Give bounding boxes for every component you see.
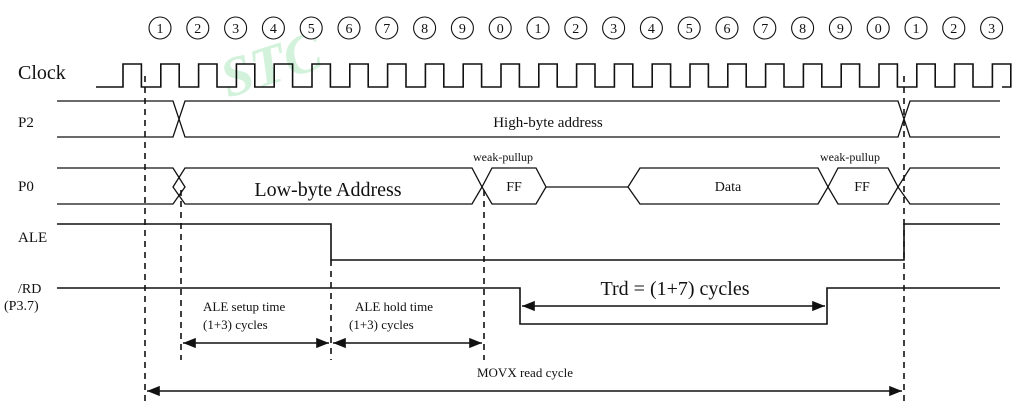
cycle-number-label: 3: [610, 22, 617, 37]
ale-waveform: [57, 223, 1000, 261]
cycle-number-label: 3: [988, 22, 995, 37]
cycle-number-label: 7: [383, 22, 390, 37]
cycle-number-circle: [337, 16, 361, 40]
cycle-number: 7: [753, 16, 777, 40]
cycle-number-label: 6: [346, 22, 353, 37]
cycle-number: 5: [677, 16, 701, 40]
p2-bus: [57, 100, 1000, 138]
ale-setup-cycles: (1+3) cycles: [203, 317, 268, 332]
cycle-number: 4: [639, 16, 663, 40]
ale-hold-cycles: (1+3) cycles: [349, 317, 414, 332]
cycle-number-label: 1: [913, 22, 920, 37]
cycle-number: 8: [413, 16, 437, 40]
cycle-number-circle: [526, 16, 550, 40]
cycle-number-label: 5: [686, 22, 693, 37]
cycle-number-label: 4: [648, 22, 655, 37]
cycle-number: 3: [980, 16, 1004, 40]
clock-waveform: [96, 63, 1012, 88]
cycle-number-circle: [450, 16, 474, 40]
cycle-number-circle: [791, 16, 815, 40]
cycle-number: 9: [450, 16, 474, 40]
p0-ff-1-label: FF: [506, 180, 522, 195]
ale-label: ALE: [18, 230, 47, 246]
cycle-number-circle: [904, 16, 928, 40]
cycle-number-label: 2: [194, 22, 201, 37]
cycle-number: 5: [299, 16, 323, 40]
weak-pullup-label-2: weak-pullup: [820, 150, 880, 164]
cycle-number: 1: [904, 16, 928, 40]
cycle-number-circle: [375, 16, 399, 40]
trd-label: Trd = (1+7) cycles: [600, 278, 749, 300]
cycle-number-label: 0: [497, 22, 504, 37]
cycle-number: 2: [942, 16, 966, 40]
rd-pin-label: (P3.7): [4, 299, 39, 314]
p0-ff-2-label: FF: [854, 180, 870, 195]
cycle-number: 6: [337, 16, 361, 40]
cycle-number-circle: [413, 16, 437, 40]
cycle-number-circle: [639, 16, 663, 40]
cycle-number-circle: [866, 16, 890, 40]
cycle-number-label: 0: [875, 22, 882, 37]
cycle-number-circle: [715, 16, 739, 40]
cycle-number: 8: [791, 16, 815, 40]
cycle-number: 3: [224, 16, 248, 40]
p2-label: P2: [18, 115, 34, 131]
movx-label: MOVX read cycle: [477, 365, 573, 380]
cycle-number-circle: [942, 16, 966, 40]
timing-reference-lines: [144, 76, 905, 405]
cycle-number-circle: [753, 16, 777, 40]
rd-waveform: [57, 287, 1000, 325]
weak-pullup-label-1: weak-pullup: [473, 150, 533, 164]
cycle-number-circle: [677, 16, 701, 40]
p0-address-label: Low-byte Address: [254, 179, 401, 201]
cycle-number-row: 1 2 3 4 5 6 7 8 9 0 1 2 3 4 5 6 7 8 9 0 1 2 3: [148, 16, 1004, 40]
cycle-number: 2: [564, 16, 588, 40]
cycle-number: 9: [828, 16, 852, 40]
rd-label: /RD: [18, 282, 41, 297]
cycle-number: 1: [526, 16, 550, 40]
p0-label: P0: [18, 179, 34, 195]
cycle-number-circle: [602, 16, 626, 40]
cycle-number-circle: [186, 16, 210, 40]
cycle-number-circle: [828, 16, 852, 40]
cycle-number-circle: [148, 16, 172, 40]
cycle-number-label: 8: [799, 22, 806, 37]
cycle-number: 0: [866, 16, 890, 40]
p0-data-label: Data: [715, 180, 742, 195]
cycle-number: 0: [488, 16, 512, 40]
cycle-number-circle: [299, 16, 323, 40]
cycle-number: 6: [715, 16, 739, 40]
cycle-number-label: 5: [308, 22, 315, 37]
p0-bus: [57, 167, 1000, 205]
cycle-number: 2: [186, 16, 210, 40]
cycle-number-label: 6: [724, 22, 731, 37]
ale-hold-label: ALE hold time: [355, 299, 433, 314]
ale-setup-label: ALE setup time: [203, 299, 286, 314]
cycle-number-label: 9: [459, 22, 466, 37]
cycle-number-circle: [980, 16, 1004, 40]
cycle-number-label: 8: [421, 22, 428, 37]
cycle-number-label: 9: [837, 22, 844, 37]
cycle-number-label: 3: [232, 22, 239, 37]
cycle-number-label: 2: [950, 22, 957, 37]
cycle-number-label: 7: [761, 22, 768, 37]
cycle-number-label: 1: [157, 22, 164, 37]
cycle-number: 7: [375, 16, 399, 40]
cycle-number: 3: [602, 16, 626, 40]
cycle-number-label: 4: [270, 22, 277, 37]
clock-label: Clock: [18, 62, 66, 84]
cycle-number-circle: [564, 16, 588, 40]
cycle-number: 1: [148, 16, 172, 40]
cycle-number-circle: [488, 16, 512, 40]
cycle-number: 4: [261, 16, 285, 40]
cycle-number-label: 1: [535, 22, 542, 37]
cycle-number-circle: [261, 16, 285, 40]
cycle-number-circle: [224, 16, 248, 40]
cycle-number-label: 2: [572, 22, 579, 37]
p2-bus-value: High-byte address: [493, 115, 603, 131]
